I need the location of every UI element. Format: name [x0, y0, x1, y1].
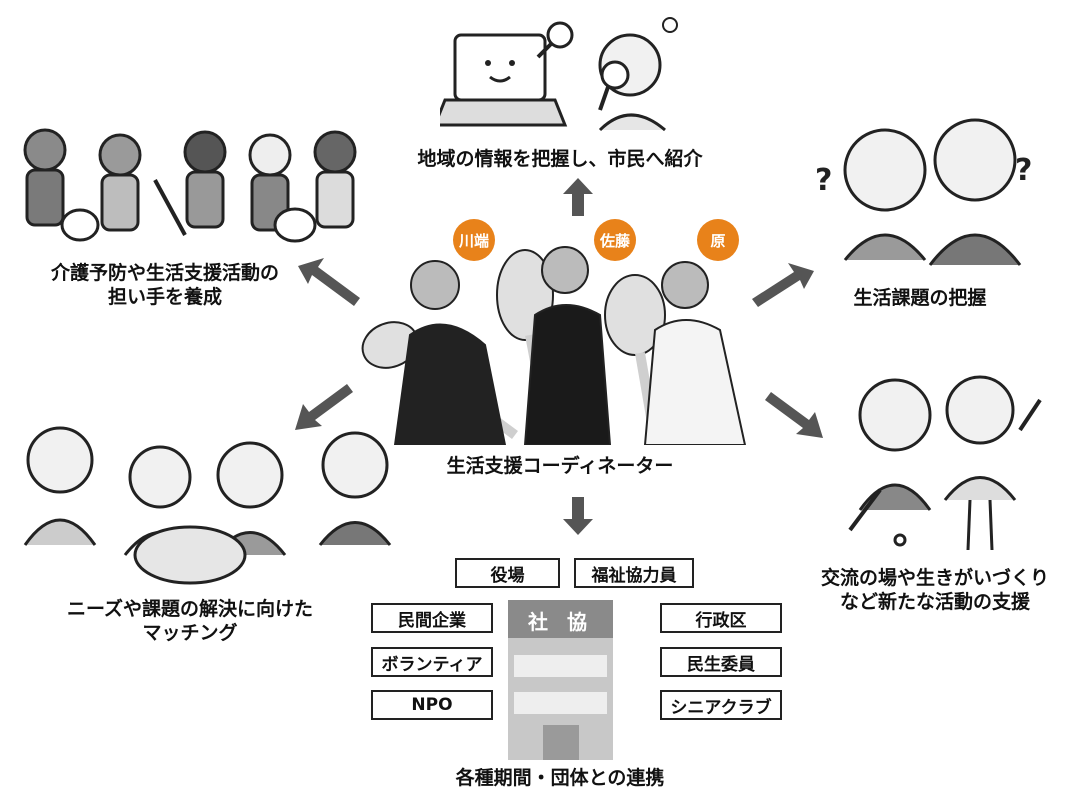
role-left-bottom-caption: ニーズや課題の解決に向けた マッチング: [30, 598, 350, 646]
arrow-up-right: [752, 263, 814, 307]
svg-text:?: ?: [1015, 153, 1032, 188]
matching-handshake-illustration: [23, 426, 392, 585]
coordinator-badge-sato: 佐藤: [594, 219, 636, 261]
org-npo: NPO: [371, 690, 493, 720]
arrow-down: [563, 497, 593, 535]
role-right-bottom-line2: など新たな活動の支援: [839, 590, 1030, 613]
svg-text:?: ?: [815, 163, 832, 198]
network-caption: 各種期間・団体との連携: [455, 767, 665, 789]
role-right-bottom-caption: 交流の場や生きがいづくり など新たな活動の支援: [815, 567, 1055, 615]
arrow-up: [563, 178, 593, 216]
org-gyoseiku: 行政区: [660, 603, 782, 633]
arrow-up-left: [298, 258, 360, 306]
org-minsei-iin: 民生委員: [660, 647, 782, 677]
org-yakuba: 役場: [455, 558, 560, 588]
org-minkan-kigyo: 民間企業: [371, 603, 493, 633]
gateball-seniors-illustration: [848, 375, 1042, 551]
org-volunteer: ボランティア: [371, 647, 493, 677]
role-right-bottom-line1: 交流の場や生きがいづくり: [820, 567, 1049, 589]
role-left-top-line2: 担い手を養成: [107, 285, 222, 308]
role-left-bottom-line2: マッチング: [142, 621, 238, 644]
role-right-top-caption: 生活課題の把握: [853, 287, 987, 309]
org-fukushi-kyoryokuin: 福祉協力員: [574, 558, 694, 588]
elderly-couple-question-illustration: ? ?: [815, 118, 1032, 266]
role-left-top-line1: 介護予防や生活支援活動の: [50, 262, 279, 284]
role-left-top-caption: 介護予防や生活支援活動の 担い手を養成: [15, 262, 315, 310]
role-left-bottom-line1: ニーズや課題の解決に向けた: [66, 598, 314, 620]
volunteers-cleaning-illustration: [23, 128, 357, 243]
role-top-caption: 地域の情報を把握し、市民へ紹介: [417, 148, 703, 170]
org-senior-club: シニアクラブ: [660, 690, 782, 720]
coordinators-photo: [361, 246, 747, 445]
arrow-down-right: [765, 392, 823, 438]
coordinator-badge-hara: 原: [697, 219, 739, 261]
laptop-search-illustration: [440, 17, 678, 132]
center-title: 生活支援コーディネーター: [446, 455, 674, 477]
coordinator-badge-kawabata: 川端: [453, 219, 495, 261]
building-sign: 社 協: [528, 610, 593, 634]
arrow-down-left: [295, 384, 353, 430]
social-welfare-council-building: [508, 600, 613, 760]
